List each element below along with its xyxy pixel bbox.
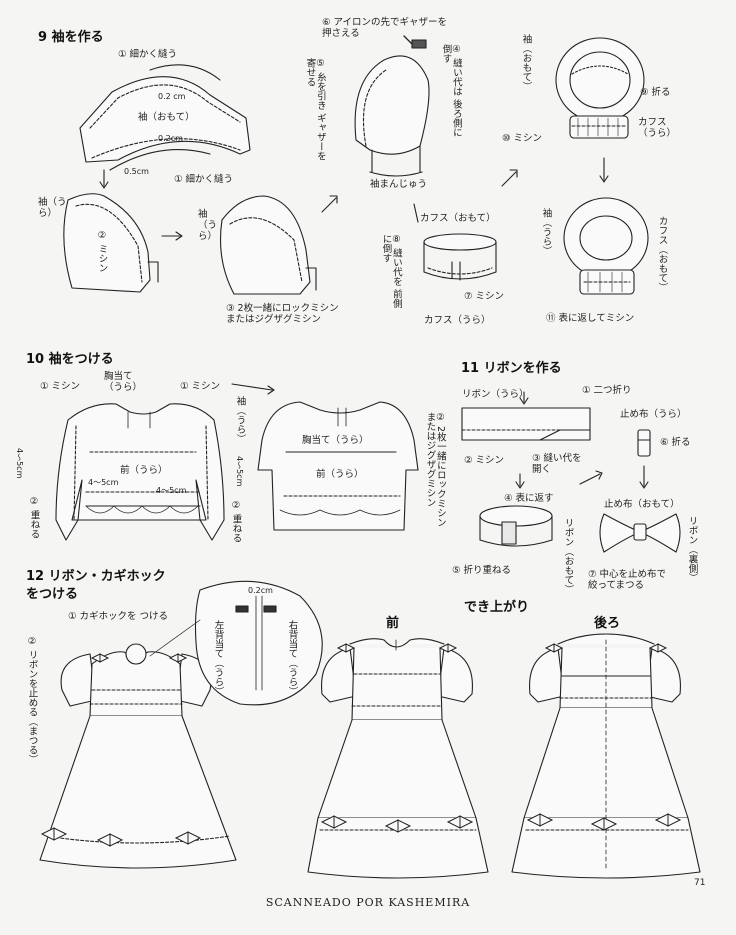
s9-sew-11: ⑪ 表に返してミシン	[546, 313, 635, 324]
page-number: 71	[694, 878, 706, 888]
s9-cuff-ura-2: カフス（うら）	[638, 117, 677, 139]
section-title-10: 10 袖をつける	[26, 352, 114, 367]
section-title-done: でき上がり	[464, 600, 530, 615]
s12-right-back: 右背当て（うら）	[286, 620, 298, 696]
s9-cuff-omote: カフス（おもて）	[420, 213, 496, 224]
s9-lock-label: ③ 2枚一緒にロックミシン またはジグザグミシン	[226, 303, 339, 325]
sleeve-sewn-2	[219, 195, 317, 295]
s11-ribbon-back: リボン（裏側）	[686, 516, 698, 583]
s9-label-1: ① 細かく縫う	[118, 49, 178, 60]
s11-fold-6: ⑥ 折る	[660, 437, 691, 448]
s9-sleeve-ura-2: 袖（うら）	[198, 209, 218, 242]
s9-sleeve-ura-3: 袖（うら）	[540, 208, 552, 256]
s9-sew-7: ⑦ ミシン	[464, 291, 505, 302]
s10-sew-1a: ① ミシン	[40, 381, 81, 392]
s9-measure-02b: 0.2cm	[158, 134, 183, 143]
ribbon-strip	[461, 407, 591, 441]
s11-ribbon-omote: リボン（おもて）	[562, 518, 574, 594]
s10-m45d: 4～5cm	[156, 486, 187, 495]
s10-yoke: 胸当て（うら）	[104, 371, 143, 393]
arrow-right-2	[231, 383, 273, 391]
section-title-12: 12 リボン・カギホック をつける	[26, 569, 166, 602]
s9-cuff-omote-2: カフス（おもて）	[656, 216, 668, 292]
dress-step12	[39, 643, 237, 869]
ribbon-loop	[479, 505, 553, 547]
s9-seam-open: ⑧ 縫い代を 前側に倒す	[380, 234, 402, 309]
sleeve-cuff-top	[555, 37, 645, 139]
section-title-9: 9 袖を作る	[38, 30, 104, 45]
s9-sleeve-ura: 袖（うら）	[38, 197, 67, 219]
s10-sleeve: 袖（うら）	[234, 396, 246, 444]
s10-front-2: 前（うら）	[316, 469, 364, 480]
s9-cuff-ura: カフス（うら）	[424, 315, 491, 326]
s11-tie-ura: 止め布（うら）	[620, 409, 687, 420]
s10-m45a: 4～5cm	[14, 448, 24, 479]
s9-sleeve-omote-2: 袖（おもて）	[520, 34, 532, 91]
arrow-to-cuff	[413, 203, 419, 223]
s11-sew-2: ② ミシン	[464, 455, 505, 466]
s12-hook: ① カギホックを つける	[68, 611, 169, 622]
s10-sew-1b: ① ミシン	[180, 381, 221, 392]
scan-credit: SCANNEADO POR KASHEMIRA	[265, 896, 471, 909]
arrow-diag-1	[321, 197, 337, 213]
s9-sewing-2: ② ミシン	[96, 230, 108, 273]
ribbon-bow	[599, 513, 681, 553]
s11-tie-omote: 止め布（おもて）	[604, 499, 680, 510]
s11-center-7: ⑦ 中心を止め布で 絞ってまつる	[588, 569, 667, 591]
s10-front: 前（うら）	[120, 465, 168, 476]
s9-manju-label: 袖まんじゅう	[370, 179, 428, 190]
sleeve-flat-piece	[79, 64, 251, 171]
s9-fold-9: ⑨ 折る	[640, 87, 671, 98]
label-back-view: 後ろ	[594, 616, 621, 631]
s12-measure-02: 0.2cm	[248, 586, 273, 595]
sleeve-cuff-bottom	[563, 197, 649, 295]
s10-m45c: 4～5cm	[234, 456, 244, 487]
s11-ribbon-ura: リボン（うら）	[462, 389, 529, 400]
s9-iron-label: ⑥ アイロンの先でギャザーを 押さえる	[322, 17, 448, 39]
s12-ribbon-2: ② リボンを止める（まつる）	[26, 636, 38, 765]
label-front-view: 前	[386, 616, 400, 631]
dress-front	[307, 638, 489, 879]
s11-fold-1: ① 二つ折り	[582, 385, 632, 396]
s9-label-3: ① 細かく縫う	[174, 174, 234, 185]
s10-m45b: 4～5cm	[88, 478, 119, 487]
dress-back	[511, 633, 701, 879]
s10-layer-2b: ② 重ねる	[230, 500, 242, 543]
s10-lock-label: ② 2枚一緒にロックミシン またはジグザグミシン	[424, 412, 446, 528]
s11-open-3: ③ 縫い代を 開く	[532, 453, 582, 475]
s9-gather-label: ⑤ 糸を引き ギャザーを寄せる	[304, 58, 326, 161]
s9-sew-back-label: ④ 縫い代は 後ろ側に倒す	[440, 44, 462, 138]
hem-bows	[40, 643, 682, 847]
bodice-right	[257, 401, 419, 531]
s9-measure-02a: 0.2 cm	[158, 92, 186, 101]
s11-turn-4: ④ 表に返す	[504, 493, 554, 504]
sleeve-manju	[354, 35, 430, 177]
s10-layer-2a: ② 重ねる	[28, 496, 40, 539]
section-title-11: 11 リボンを作る	[461, 361, 562, 376]
s12-left-back: 左背当て（うら）	[212, 620, 224, 696]
arrow-diag-2	[501, 171, 517, 187]
s9-sleeve-omote: 袖（おもて）	[138, 112, 195, 123]
s10-yoke-2: 胸当て（うら）	[302, 435, 369, 446]
s11-overlap-5: ⑤ 折り重ねる	[452, 565, 512, 576]
cuff-band	[423, 233, 497, 281]
s9-measure-05: 0.5cm	[124, 167, 149, 176]
s9-sew-10: ⑩ ミシン	[502, 133, 543, 144]
sleeve-sewn-1	[63, 193, 159, 293]
bodice-left	[55, 403, 225, 541]
tie-cloth	[637, 429, 651, 457]
hook-detail-circle	[194, 580, 323, 706]
